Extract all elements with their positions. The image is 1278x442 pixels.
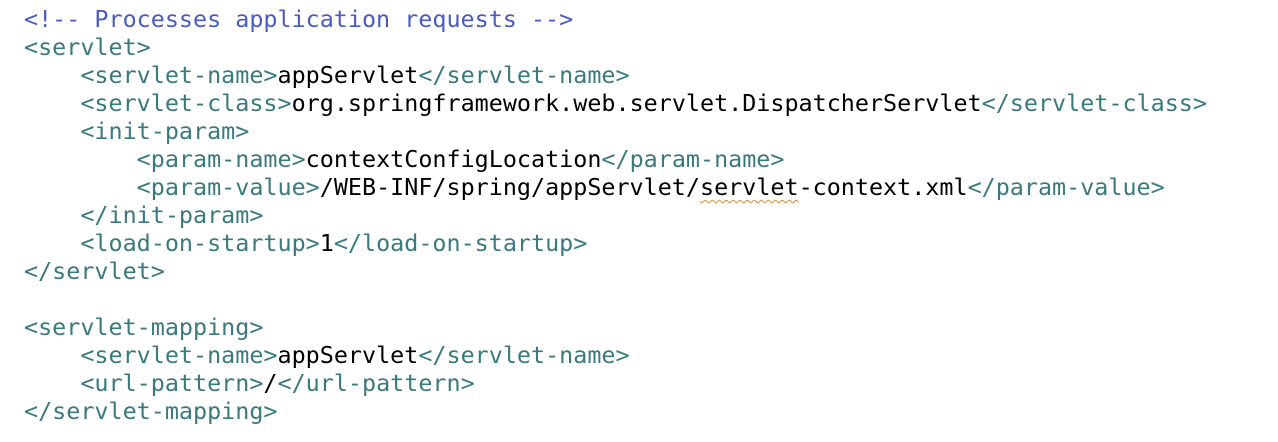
xml-tag-token: <servlet-name> — [80, 61, 278, 89]
code-line: <param-value>/WEB-INF/spring/appServlet/… — [24, 173, 1207, 201]
text-value-token — [24, 341, 80, 369]
code-line: <servlet> — [24, 33, 1207, 61]
code-line: </servlet> — [24, 257, 1207, 285]
xml-tag-token: <servlet-mapping> — [24, 313, 264, 341]
xml-tag-token: <param-name> — [136, 145, 306, 173]
xml-tag-token: <init-param> — [80, 117, 250, 145]
text-value-token: org.springframework.web.servlet.Dispatch… — [291, 89, 982, 117]
text-value-token: -context.xml — [798, 173, 968, 201]
code-line: <!-- Processes application requests --> — [24, 5, 1207, 33]
xml-tag-token: </url-pattern> — [277, 369, 475, 397]
text-value-token — [24, 201, 80, 229]
xml-tag-token: </servlet> — [24, 257, 165, 285]
code-line: </init-param> — [24, 201, 1207, 229]
text-value-token: appServlet — [277, 61, 419, 89]
code-line: <url-pattern>/</url-pattern> — [24, 369, 1207, 397]
text-value-token: appServlet — [277, 341, 419, 369]
xml-tag-token: </param-name> — [601, 145, 785, 173]
text-value-token — [24, 145, 137, 173]
xml-tag-token: </servlet-mapping> — [24, 397, 278, 425]
xml-tag-token: <param-value> — [136, 173, 320, 201]
code-line: <servlet-name>appServlet</servlet-name> — [24, 341, 1207, 369]
spellcheck-flagged-text: servlet — [699, 173, 799, 201]
text-value-token — [24, 369, 80, 397]
text-value-token — [24, 89, 80, 117]
xml-tag-token: </servlet-name> — [418, 61, 630, 89]
text-value-token: 1 — [319, 229, 334, 257]
xml-tag-token: <load-on-startup> — [80, 229, 320, 257]
text-value-token — [24, 229, 80, 257]
text-value-token — [24, 61, 80, 89]
xml-tag-token: <servlet> — [24, 33, 151, 61]
xml-tag-token: <url-pattern> — [80, 369, 264, 397]
xml-tag-token: </param-value> — [967, 173, 1165, 201]
text-value-token: /WEB-INF/spring/appServlet/ — [319, 173, 700, 201]
xml-tag-token: <servlet-class> — [80, 89, 292, 117]
code-line: <param-name>contextConfigLocation</param… — [24, 145, 1207, 173]
xml-comment-token: <!-- Processes application requests --> — [24, 5, 574, 33]
xml-tag-token: <servlet-name> — [80, 341, 278, 369]
code-line: <servlet-class>org.springframework.web.s… — [24, 89, 1207, 117]
text-value-token: / — [263, 369, 278, 397]
code-line: <init-param> — [24, 117, 1207, 145]
text-value-token: contextConfigLocation — [305, 145, 602, 173]
code-line: <load-on-startup>1</load-on-startup> — [24, 229, 1207, 257]
code-line: <servlet-name>appServlet</servlet-name> — [24, 61, 1207, 89]
code-editor[interactable]: <!-- Processes application requests --><… — [24, 5, 1207, 425]
text-value-token — [24, 173, 137, 201]
xml-tag-token: </load-on-startup> — [333, 229, 588, 257]
xml-tag-token: </servlet-class> — [981, 89, 1207, 117]
xml-tag-token: </init-param> — [80, 201, 264, 229]
xml-tag-token: </servlet-name> — [418, 341, 630, 369]
text-value-token — [24, 117, 80, 145]
code-line: <servlet-mapping> — [24, 313, 1207, 341]
code-line: </servlet-mapping> — [24, 397, 1207, 425]
code-line-blank — [24, 285, 1207, 313]
